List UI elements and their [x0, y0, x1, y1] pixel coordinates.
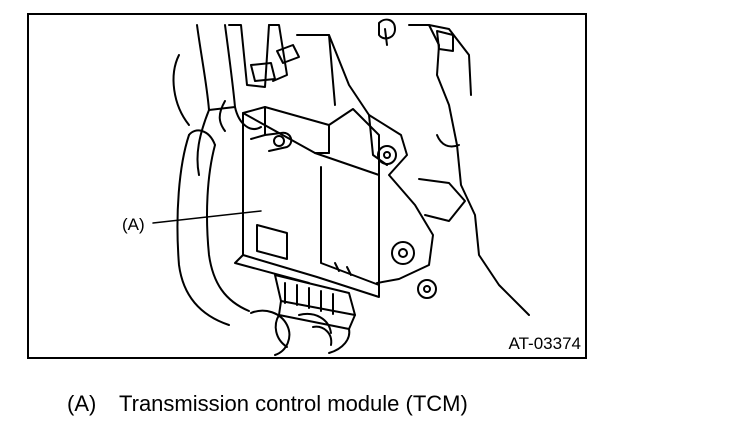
callout-leader-line	[152, 210, 262, 224]
legend-key: (A)	[67, 391, 97, 416]
legend: (A) Transmission control module (TCM)	[67, 390, 468, 418]
legend-text: Transmission control module (TCM)	[119, 391, 468, 416]
figure-code: AT-03374	[508, 334, 581, 353]
wiring-harness-drawing	[196, 24, 300, 176]
connector-drawing	[274, 274, 356, 354]
hand-drawing	[250, 309, 333, 356]
hose-drawing	[172, 54, 250, 326]
tcm-illustration	[152, 18, 530, 356]
tcm-module-drawing	[234, 106, 380, 298]
mounting-bracket-drawing	[296, 18, 437, 299]
illustration-frame: (A) AT-03374	[27, 13, 587, 359]
callout-label: (A)	[122, 215, 145, 234]
body-panel-drawing	[408, 24, 530, 316]
